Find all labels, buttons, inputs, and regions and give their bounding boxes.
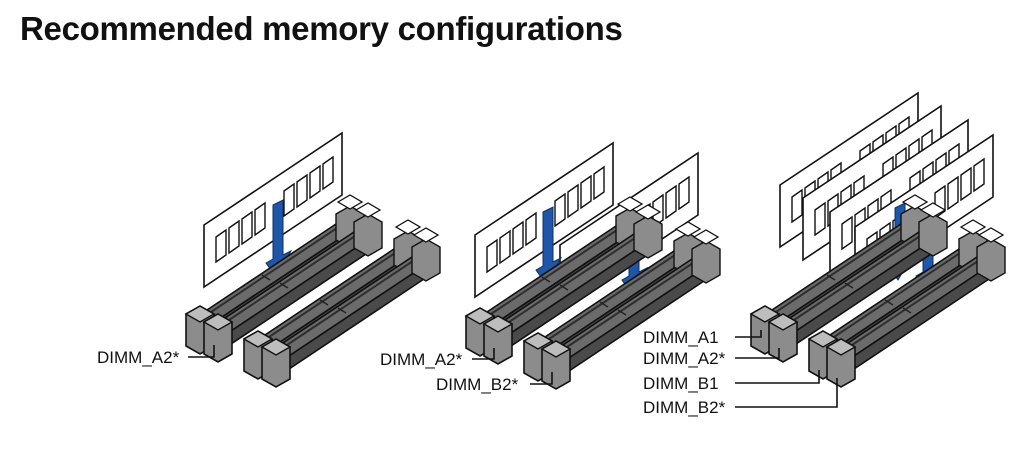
label-config3-dimm-b2: DIMM_B2* xyxy=(643,398,726,417)
config-3 xyxy=(735,92,1006,408)
label-config3-dimm-a1: DIMM_A1 xyxy=(643,328,719,347)
label-config2-dimm-b2: DIMM_B2* xyxy=(436,375,519,394)
page-title: Recommended memory configurations xyxy=(20,10,623,47)
config-2 xyxy=(465,142,721,390)
config-1 xyxy=(185,132,441,388)
label-config3-dimm-b1: DIMM_B1 xyxy=(643,374,719,393)
label-config1-dimm-a2: DIMM_A2* xyxy=(97,348,180,367)
label-config3-dimm-a2: DIMM_A2* xyxy=(643,349,726,368)
label-config2-dimm-a2: DIMM_A2* xyxy=(380,350,463,369)
